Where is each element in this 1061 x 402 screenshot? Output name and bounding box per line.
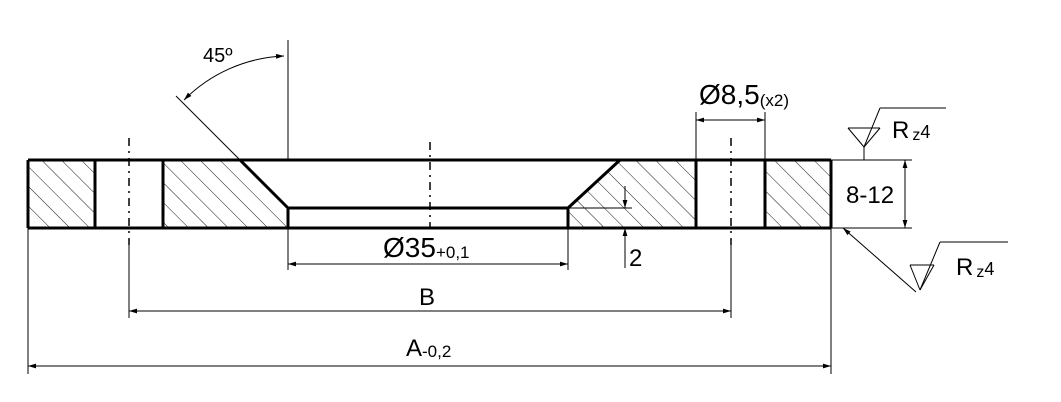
- center-lines: [128, 138, 732, 245]
- step-depth-label: 2: [629, 245, 642, 272]
- part-outline: [26, 158, 833, 230]
- angle-dimension: 45º: [175, 40, 289, 161]
- step-depth-dimension: 2: [568, 186, 642, 272]
- bolt-circle-dimension: B: [128, 245, 732, 318]
- section-right-outer: [765, 160, 831, 228]
- bolt-circle-label: B: [419, 284, 435, 311]
- thickness-dimension: 8-12: [831, 159, 912, 229]
- outer-dimension: A-0,2: [27, 228, 832, 374]
- section-left-outer: [28, 160, 95, 228]
- angle-label: 45º: [203, 45, 233, 67]
- thickness-label: 8-12: [846, 182, 894, 209]
- hole-diameter-label: Ø8,5(x2): [699, 79, 789, 110]
- hole-diameter-dimension: Ø8,5(x2): [695, 79, 789, 160]
- outer-dimension-label: A-0,2: [406, 335, 451, 362]
- section-right-inner: [568, 160, 696, 228]
- bore-diameter-dimension: Ø35+0,1: [287, 228, 569, 270]
- section-left-inner: [163, 160, 288, 228]
- bore-diameter-label: Ø35+0,1: [383, 232, 470, 263]
- hatched-sections: [28, 160, 831, 228]
